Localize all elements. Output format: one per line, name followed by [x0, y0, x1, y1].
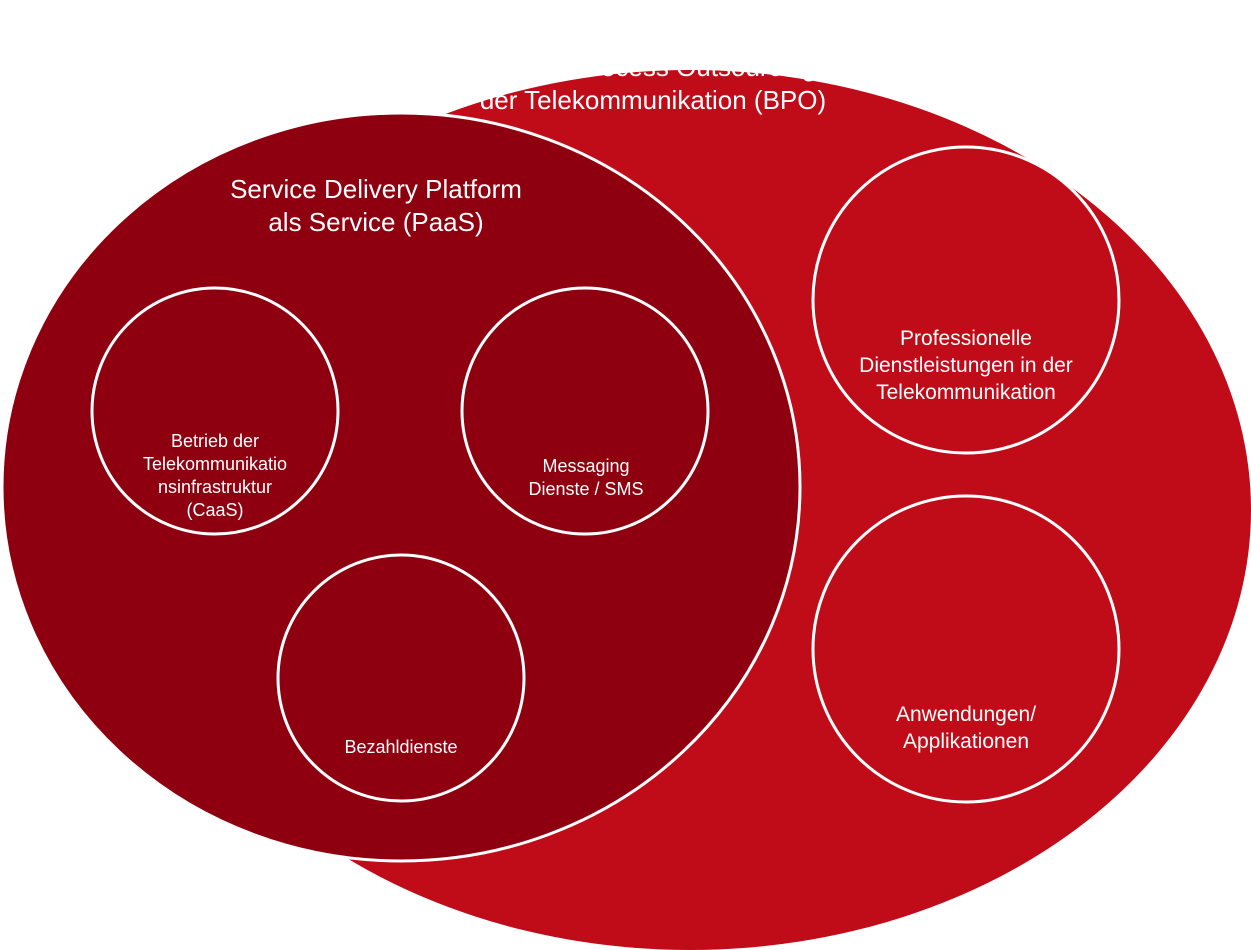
bezahl-circle [276, 553, 526, 803]
professionelle-label: Professionelle Dienstleistungen in der T… [859, 327, 1073, 404]
caas-label: Betrieb der Telekommunikatio nsinfrastru… [142, 431, 288, 520]
paas-inner-ellipse [0, 111, 802, 863]
bpo-title: Business Process Outsourcing in der Tele… [462, 52, 844, 115]
bezahl-label: Bezahldienste [344, 737, 458, 757]
messaging-circle [460, 286, 710, 536]
messaging-label: Messaging Dienste / SMS [528, 456, 644, 499]
caas-circle [90, 286, 340, 536]
professionelle-circle [811, 145, 1121, 455]
anwendungen-circle [811, 494, 1121, 804]
anwendungen-label: Anwendungen/ Applikationen [895, 703, 1037, 753]
paas-title: Service Delivery Platform als Service (P… [230, 174, 522, 237]
